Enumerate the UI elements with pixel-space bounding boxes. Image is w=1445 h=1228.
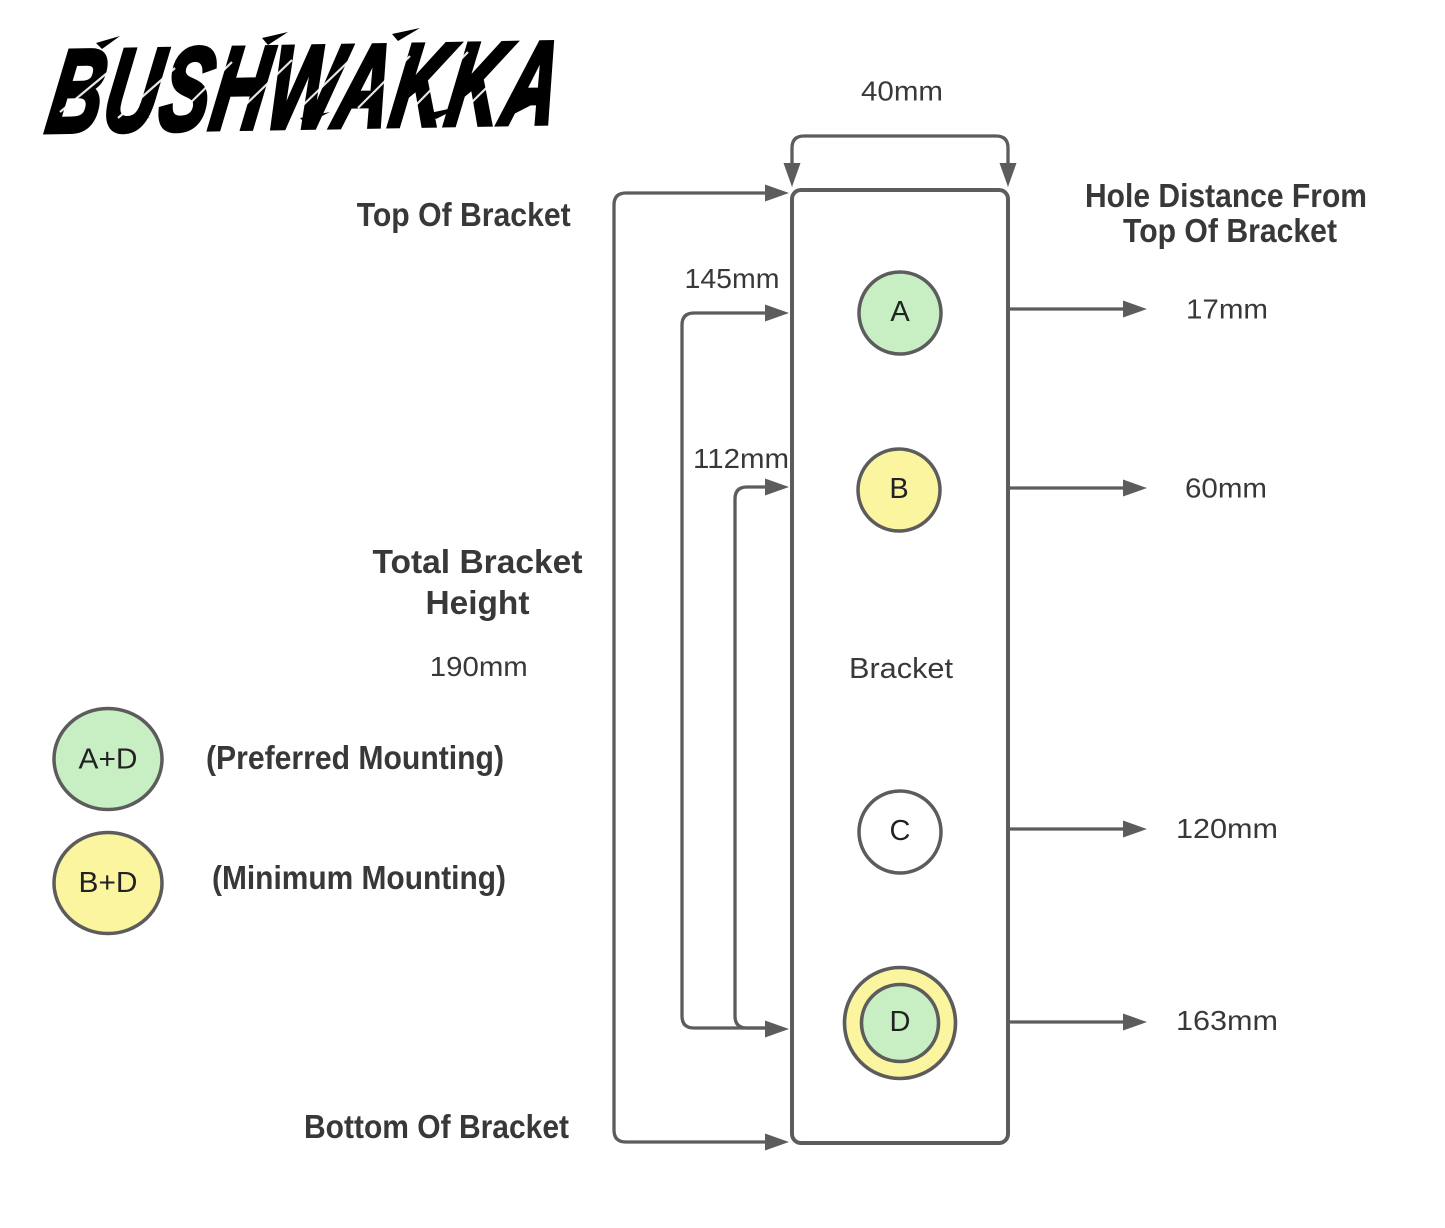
svg-text:D: D <box>890 1006 911 1038</box>
svg-text:112mm: 112mm <box>693 443 789 474</box>
svg-text:17mm: 17mm <box>1186 294 1268 325</box>
svg-text:145mm: 145mm <box>685 263 780 294</box>
svg-text:(Minimum Mounting): (Minimum Mounting) <box>212 859 506 896</box>
svg-text:Bracket: Bracket <box>849 653 953 685</box>
svg-text:BUSHWAKKA: BUSHWAKKA <box>39 18 573 158</box>
svg-text:60mm: 60mm <box>1185 473 1267 504</box>
svg-text:40mm: 40mm <box>861 76 943 107</box>
svg-text:B+D: B+D <box>79 867 138 899</box>
svg-text:163mm: 163mm <box>1176 1005 1278 1036</box>
svg-text:120mm: 120mm <box>1176 813 1278 844</box>
svg-text:Top Of Bracket: Top Of Bracket <box>1123 212 1337 249</box>
svg-text:A+D: A+D <box>79 744 138 776</box>
svg-text:Bottom Of Bracket: Bottom Of Bracket <box>304 1108 569 1145</box>
svg-text:Height: Height <box>426 584 530 621</box>
svg-text:A: A <box>890 296 910 328</box>
svg-text:C: C <box>890 815 911 847</box>
svg-text:Top Of Bracket: Top Of Bracket <box>357 196 571 233</box>
svg-text:Hole Distance From: Hole Distance From <box>1085 177 1367 214</box>
svg-text:B: B <box>889 473 908 505</box>
svg-text:(Preferred Mounting): (Preferred Mounting) <box>206 739 504 776</box>
svg-text:190mm: 190mm <box>430 651 528 682</box>
svg-text:Total Bracket: Total Bracket <box>373 543 583 580</box>
